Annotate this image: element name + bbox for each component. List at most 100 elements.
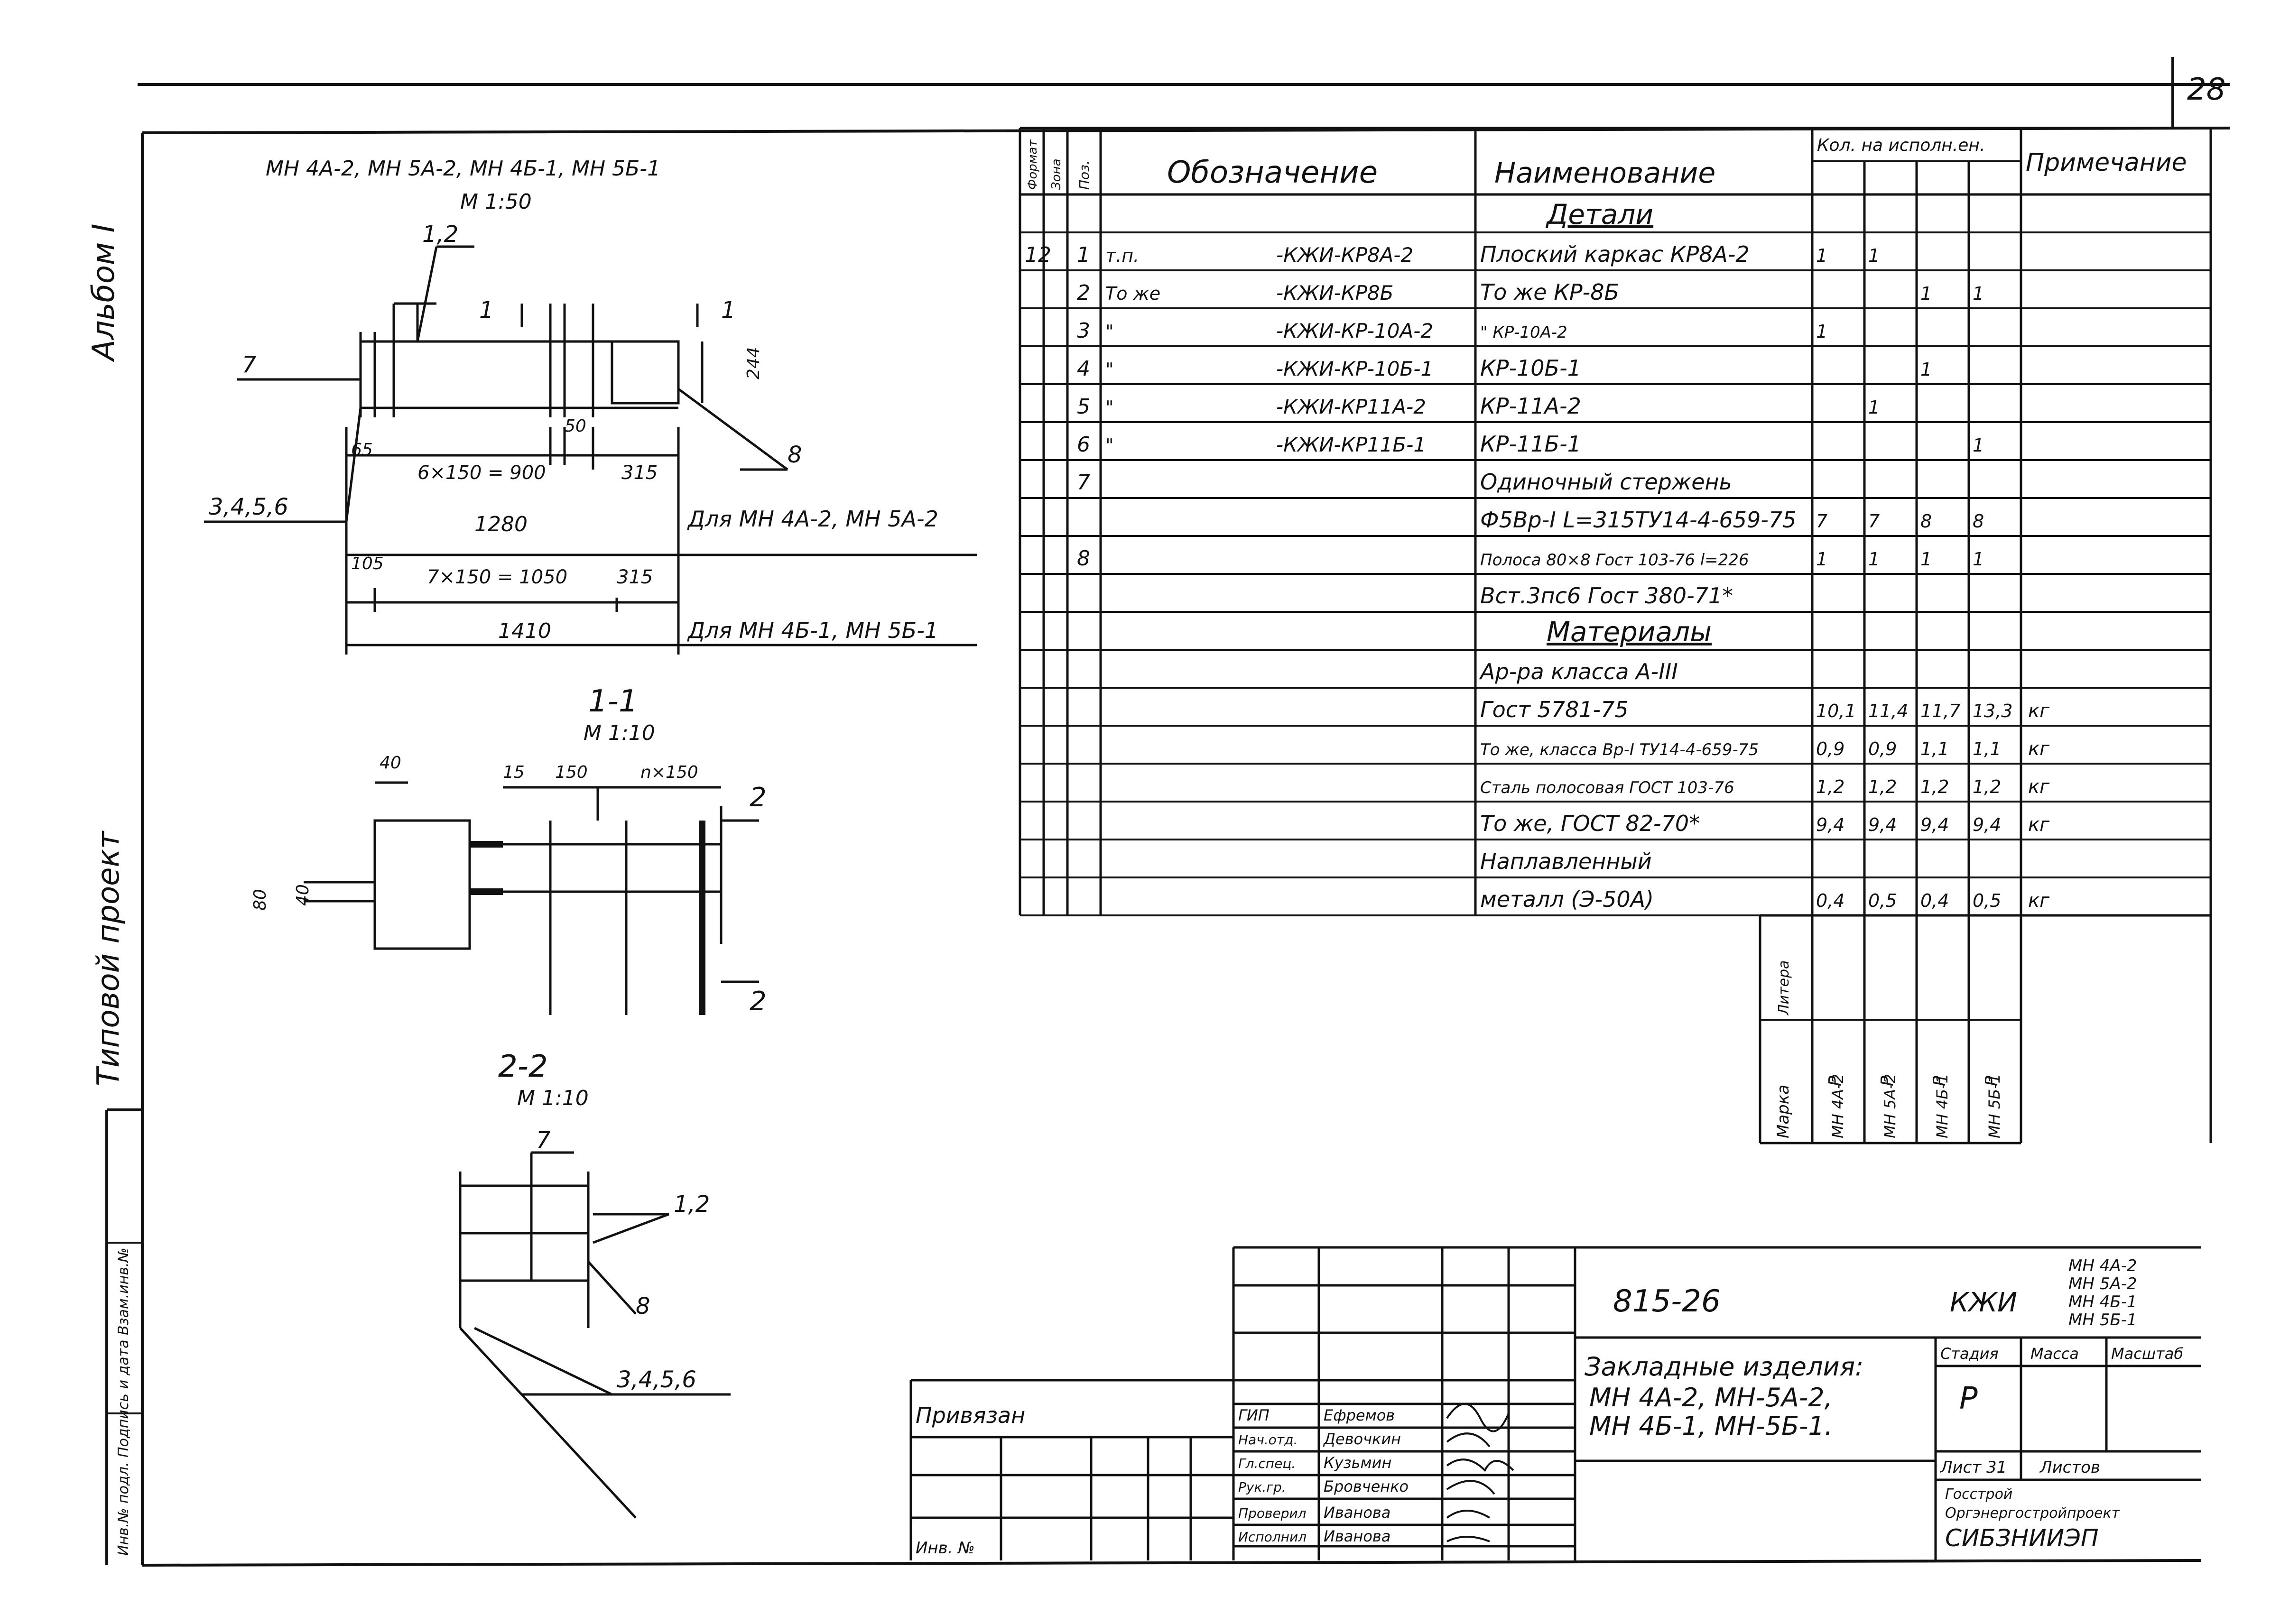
- spec-row-name: КР-11Б-1: [1480, 431, 1581, 457]
- spec-row-name: " КР-10А-2: [1480, 323, 1567, 342]
- variant-1: МН 4А-2: [2068, 1256, 2137, 1275]
- sig-role-3: Гл.спец.: [1238, 1456, 1296, 1471]
- mass-label: Масса: [2030, 1345, 2079, 1363]
- drawing-mark: КЖИ: [1950, 1287, 2017, 1318]
- spec-row-qty: 0,5: [1973, 890, 2001, 911]
- name-line-2: МН 4А-2, МН-5А-2,: [1589, 1383, 1833, 1412]
- spec-row-qty: 1: [1973, 549, 1984, 570]
- stage-value: Р: [1959, 1381, 1978, 1416]
- spec-row-qty: 1: [1973, 283, 1984, 304]
- plan-title: МН 4А-2, МН 5А-2, МН 4Б-1, МН 5Б-1: [266, 157, 660, 181]
- section1-d40: 40: [380, 753, 401, 773]
- section2-callout-3456: 3,4,5,6: [617, 1366, 696, 1393]
- spec-row-name: Полоса 80×8 Гост 103-76 l=226: [1480, 551, 1749, 570]
- spec-row-name: Сталь полосовая ГОСТ 103-76: [1480, 778, 1734, 797]
- sheet-label: Лист 31: [1939, 1458, 2007, 1477]
- section1-d40v: 40: [293, 884, 313, 906]
- litera-value: Р: [1826, 1076, 1845, 1086]
- note-a: Для МН 4А-2, МН 5А-2: [687, 506, 938, 532]
- spec-row-qty: 1,1: [1920, 738, 1949, 759]
- spec-row-designation: -КЖИ-КР11А-2: [1276, 395, 1426, 418]
- spec-row-name: То же, ГОСТ 82-70*: [1480, 811, 1700, 836]
- section2-callout-7: 7: [536, 1127, 551, 1153]
- spec-row-qty: 1,2: [1868, 776, 1897, 797]
- spec-row-name: Наплавленный: [1480, 849, 1652, 874]
- spec-row-pos: 2: [1077, 281, 1090, 305]
- sig-role-4: Рук.гр.: [1238, 1479, 1286, 1495]
- spec-row-qty: 9,4: [1973, 814, 2001, 835]
- spec-row-des-prefix: ": [1105, 321, 1113, 342]
- plan-callout-7: 7: [242, 351, 257, 378]
- spec-row-qty: 9,4: [1816, 814, 1844, 835]
- spec-row-qty: 11,4: [1868, 701, 1909, 721]
- spec-row-qty: 0,9: [1868, 738, 1897, 759]
- marka-value: МН 4Б-1: [1933, 1074, 1951, 1138]
- org-line-2: Оргэнергостройпроект: [1945, 1505, 2121, 1522]
- spec-row-qty: 0,4: [1816, 890, 1844, 911]
- dim-1410: 1410: [498, 619, 551, 643]
- spec-row-pos: 8: [1077, 546, 1090, 571]
- spec-row-name: Гост 5781-75: [1480, 697, 1629, 722]
- sig-name-3: Кузьмин: [1324, 1454, 1391, 1472]
- marka-value: МН 5А-2: [1881, 1074, 1899, 1138]
- variant-3: МН 4Б-1: [2068, 1292, 2137, 1311]
- spec-row-qty: 7: [1816, 511, 1827, 532]
- section1-cut2-bottom: 2: [750, 986, 767, 1017]
- dim-315a: 315: [621, 462, 658, 484]
- sig-name-6: Иванова: [1324, 1527, 1390, 1545]
- note-b: Для МН 4Б-1, МН 5Б-1: [687, 618, 938, 643]
- spec-row-qty: 1: [1920, 283, 1932, 304]
- spec-row-note: кг: [2028, 890, 2050, 912]
- header-pos: Поз.: [1076, 160, 1092, 190]
- org-line-1: Госстрой: [1945, 1486, 2012, 1503]
- header-name: Наименование: [1494, 157, 1715, 190]
- spec-row-designation: -КЖИ-КР8А-2: [1276, 243, 1413, 267]
- plan-cut-right: 1: [721, 297, 736, 323]
- plan-scale: М 1:50: [460, 190, 532, 214]
- dim-65: 65: [351, 440, 373, 460]
- spec-row-qty: 1: [1816, 245, 1827, 266]
- section1-cut2-top: 2: [750, 782, 767, 813]
- plan-callout-1-2: 1,2: [422, 221, 458, 248]
- spec-row-pos: 1: [1077, 243, 1090, 267]
- name-line-3: МН 4Б-1, МН-5Б-1.: [1589, 1411, 1833, 1441]
- spec-row-qty: 1,2: [1816, 776, 1844, 797]
- spec-row-des-prefix: ": [1105, 435, 1113, 456]
- sig-role-6: Исполнил: [1238, 1529, 1307, 1545]
- plan-cut-left: 1: [479, 297, 494, 323]
- spec-row-name: Детали: [1545, 198, 1653, 231]
- spec-row-des-prefix: ": [1105, 359, 1113, 380]
- section-2-2: 2-2 М 1:10 7 1,2 8 3,4,5,6: [459, 1049, 731, 1519]
- spec-row-qty: 1,2: [1973, 776, 2001, 797]
- litera-value: Р: [1982, 1076, 2002, 1086]
- spec-row-name: КР-11А-2: [1480, 393, 1581, 419]
- plan-callout-3456: 3,4,5,6: [209, 494, 288, 520]
- spec-row-name: То же, класса Вр-I ТУ14-4-659-75: [1480, 740, 1759, 759]
- spec-row-qty: 1: [1868, 397, 1880, 418]
- section1-d150: 150: [555, 763, 588, 782]
- spec-row-name: То же КР-8Б: [1480, 279, 1619, 305]
- stage-label: Стадия: [1940, 1345, 1999, 1363]
- spec-row-qty: 1,1: [1973, 738, 2001, 759]
- spec-row-name: Одиночный стержень: [1480, 469, 1732, 495]
- spec-row-note: кг: [2028, 700, 2050, 722]
- spec-row-qty: 0,4: [1920, 890, 1949, 911]
- spec-row-des-prefix: т.п.: [1105, 245, 1139, 266]
- archive-label: Инв.№ подл. Подпись и дата Взам.инв.№: [115, 1247, 132, 1556]
- spec-row-qty: 1,2: [1920, 776, 1949, 797]
- spec-row-qty: 1: [1816, 549, 1827, 570]
- section1-title: 1-1: [588, 684, 638, 719]
- dim-105: 105: [351, 554, 384, 573]
- plan-callout-8: 8: [788, 442, 802, 468]
- spec-row-qty: 11,7: [1920, 701, 1961, 721]
- album-label: Альбом I: [86, 223, 121, 362]
- spec-row-qty: 1: [1920, 549, 1932, 570]
- spec-row-qty: 0,9: [1816, 738, 1844, 759]
- spec-row-des-prefix: То же: [1105, 283, 1160, 304]
- spec-row-qty: 9,4: [1920, 814, 1949, 835]
- spec-row-note: кг: [2028, 776, 2050, 798]
- spec-row-format: 12: [1025, 243, 1051, 267]
- spec-row-qty: 13,3: [1973, 701, 2013, 721]
- sig-name-1: Ефремов: [1324, 1406, 1395, 1424]
